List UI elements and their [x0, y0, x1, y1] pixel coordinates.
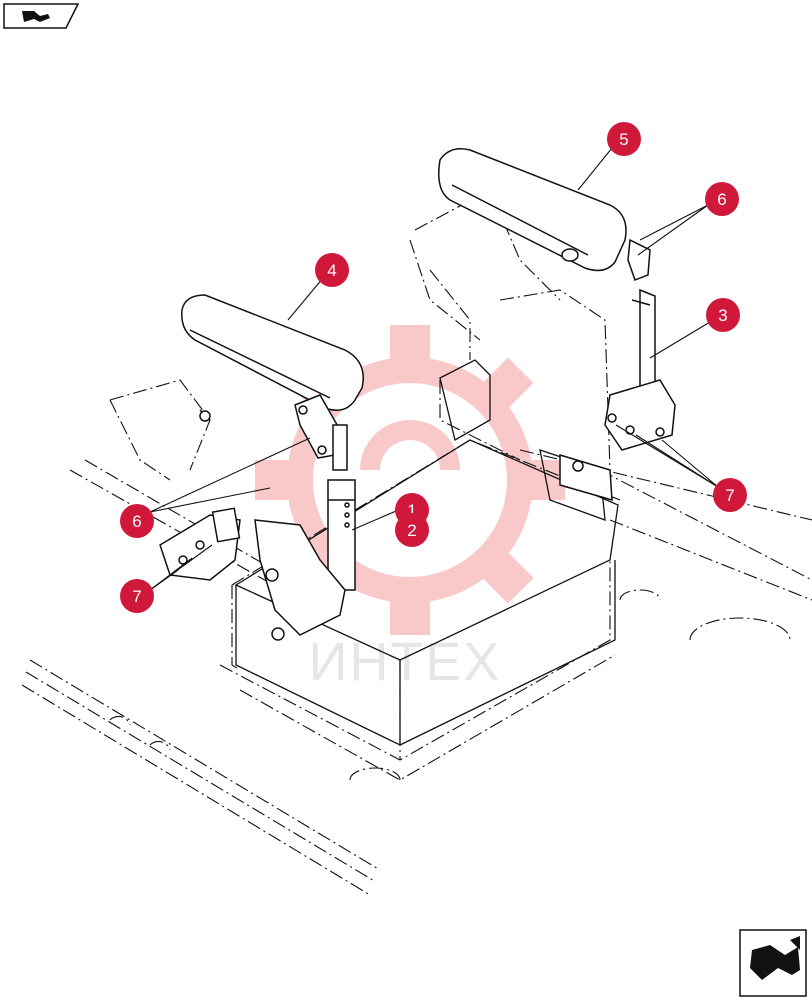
prev-page-button[interactable] — [3, 3, 80, 29]
callout-2[interactable]: 2 — [395, 513, 429, 547]
callout-5-label: 5 — [619, 130, 628, 149]
right-armrest — [438, 148, 676, 502]
callout-3-label: 3 — [718, 306, 727, 325]
callout-7-left[interactable]: 7 — [120, 579, 154, 613]
seat-base-plate — [234, 359, 619, 747]
arrow-back-nav-icon — [22, 11, 50, 22]
callout-7-right[interactable]: 7 — [713, 478, 747, 512]
callout-2-label: 2 — [407, 521, 416, 540]
callout-1-label: 1 — [407, 501, 416, 520]
callout-4[interactable]: 4 — [315, 253, 349, 287]
callout-6-right[interactable]: 6 — [705, 182, 739, 216]
callout-6-right-label: 6 — [717, 190, 726, 209]
callout-6-left-label: 6 — [132, 512, 141, 531]
callout-7-right-label: 7 — [725, 486, 734, 505]
next-page-button[interactable] — [739, 929, 807, 997]
callout-5[interactable]: 5 — [607, 122, 641, 156]
gear-logo-icon — [287, 357, 533, 603]
callout-6-left[interactable]: 6 — [120, 504, 154, 538]
right-armrest-pad — [438, 148, 627, 272]
callout-7-left-label: 7 — [132, 587, 141, 606]
right-armrest-post — [639, 288, 656, 397]
right-armrest-bracket — [627, 238, 651, 281]
callout-4-label: 4 — [327, 261, 336, 280]
left-armrest — [159, 294, 364, 641]
left-armrest-column — [327, 479, 356, 591]
callout-3[interactable]: 3 — [706, 298, 740, 332]
left-armrest-mount — [254, 519, 346, 636]
arrow-forward-nav-icon — [750, 936, 800, 980]
watermark-text: ИНТЕХ — [309, 632, 502, 692]
left-armrest-pad — [181, 294, 364, 411]
leader-lines — [149, 147, 719, 591]
left-armrest-post — [332, 424, 348, 471]
